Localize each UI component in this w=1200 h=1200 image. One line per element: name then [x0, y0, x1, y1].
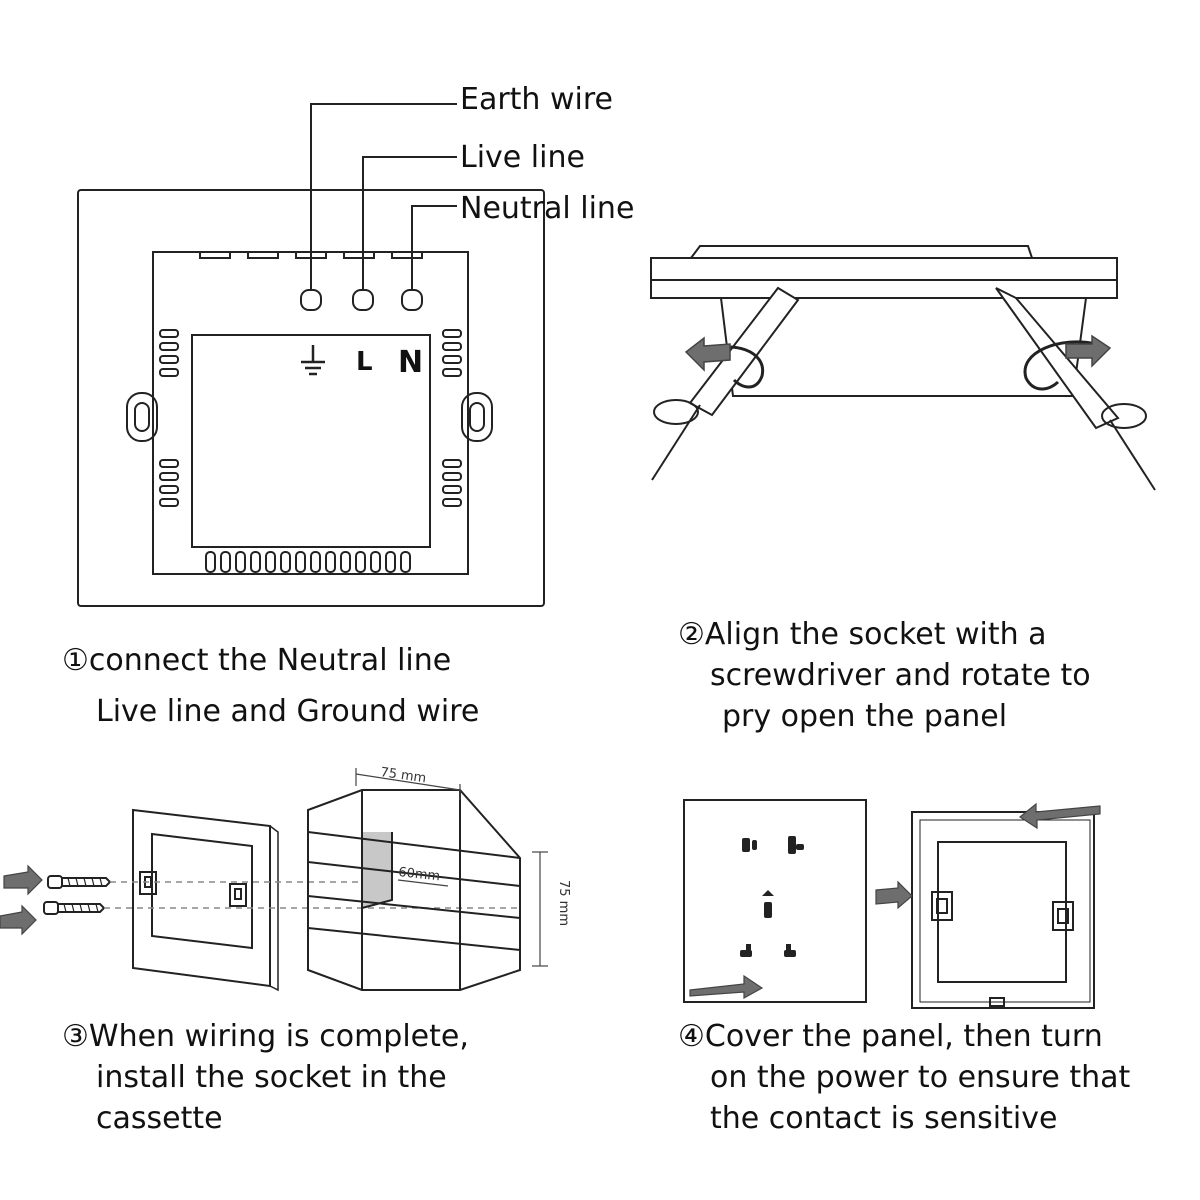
step1-number: ①	[62, 643, 89, 678]
dimension-lines	[355, 768, 548, 967]
step2-number: ②	[678, 617, 705, 652]
right-vents	[442, 329, 462, 507]
right-rotate-arrow-icon	[1065, 334, 1112, 368]
step3-line3: cassette	[96, 1101, 223, 1136]
step3-line1: ③When wiring is complete,	[62, 1019, 469, 1054]
insert-arrows	[0, 864, 43, 936]
left-mount-ear	[126, 392, 158, 442]
earth-symbol-icon	[301, 345, 325, 376]
mounted-frame-window	[937, 841, 1067, 983]
right-screwdriver-icon	[995, 287, 1156, 491]
step4-caption: ④Cover the panel, then turn on the power…	[678, 1016, 1130, 1139]
step1-line1: ①connect the Neutral line	[62, 643, 452, 678]
cover-arrows	[689, 802, 1101, 1000]
insert-arrow-lower-icon	[0, 904, 37, 936]
rotate-arrows	[684, 334, 1112, 372]
socket-hole-icon	[742, 838, 750, 852]
step2-line3: pry open the panel	[722, 699, 1008, 734]
inner-dimension-label: 60mm	[398, 865, 441, 884]
width-dimension-label: 75 mm	[379, 765, 427, 786]
step4-number: ④	[678, 1019, 705, 1054]
socket-hole-icon	[784, 950, 796, 957]
live-line-label: Live line	[460, 140, 585, 175]
step2-line2: screwdriver and rotate to	[710, 658, 1091, 693]
socket-hole-icon	[740, 950, 752, 957]
cover-arrow-bottom-icon	[689, 974, 764, 1000]
step4-line1: ④Cover the panel, then turn	[678, 1019, 1103, 1054]
top-vents	[199, 251, 423, 259]
bottom-vents	[205, 551, 411, 573]
live-leader	[362, 156, 457, 290]
earth-wire-label: Earth wire	[460, 82, 613, 117]
socket-hole-icon	[764, 902, 772, 918]
live-terminal-mark: L	[356, 347, 373, 377]
socket-hole-icon	[788, 836, 796, 854]
step3-number: ③	[62, 1019, 89, 1054]
cover-arrow-middle-icon	[875, 880, 913, 910]
step3-line2: install the socket in the	[96, 1060, 447, 1095]
left-screwdriver-icon	[651, 286, 800, 481]
neutral-terminal-mark: N	[398, 345, 423, 380]
left-rotate-arrow-icon	[684, 336, 731, 372]
cover-arrow-top-icon	[1018, 802, 1101, 830]
socket-holes	[740, 836, 804, 957]
socket-face-plate	[683, 799, 867, 1003]
step1-caption: ①connect the Neutral line Live line and …	[62, 640, 479, 732]
step2-caption: ②Align the socket with a screwdriver and…	[678, 614, 1091, 737]
step1-line2: Live line and Ground wire	[96, 694, 480, 729]
left-vents	[159, 329, 179, 507]
wall-box-cassette	[307, 789, 521, 991]
neutral-leader	[411, 205, 457, 290]
step3-caption: ③When wiring is complete, install the so…	[62, 1016, 469, 1139]
insert-arrow-upper-icon	[3, 864, 43, 896]
right-mount-ear	[461, 392, 493, 442]
panel-cover	[650, 257, 1118, 299]
step4-line3: the contact is sensitive	[710, 1101, 1058, 1136]
mounted-frame	[911, 811, 1095, 1009]
earth-leader	[310, 103, 457, 290]
step2-line1: ②Align the socket with a	[678, 617, 1047, 652]
module-window	[191, 334, 431, 548]
step4-line2: on the power to ensure that	[710, 1060, 1131, 1095]
height-dimension-label: 75 mm	[556, 880, 571, 926]
neutral-line-label: Neutral line	[460, 191, 635, 226]
